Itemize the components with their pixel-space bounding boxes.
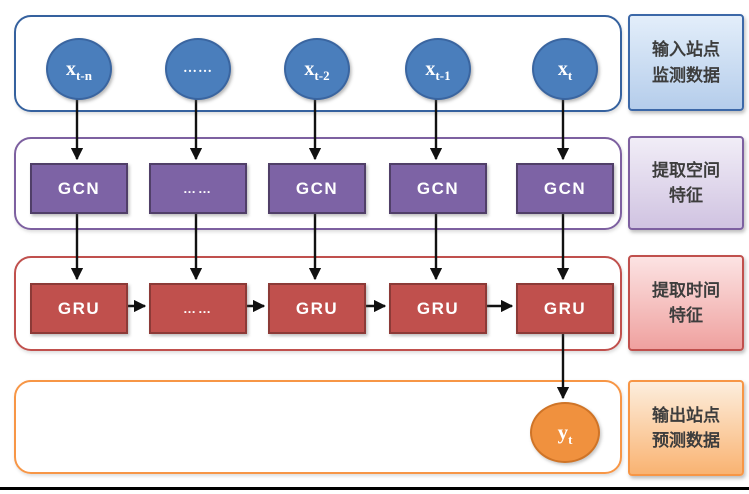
- gcn-node-label: ……: [183, 181, 213, 196]
- node-base-text: x: [66, 57, 77, 80]
- input-node-label: xt: [557, 57, 573, 83]
- gcn-node-label: GCN: [543, 178, 587, 198]
- gru-node-label: ……: [183, 301, 213, 316]
- gru-node-ellipsis: ……: [149, 283, 247, 334]
- gcn-node-label: GCN: [57, 178, 101, 198]
- gcn-node-ellipsis: ……: [149, 163, 247, 214]
- input-node-label: xt-2: [304, 57, 330, 83]
- legend-line: 特征: [669, 186, 703, 205]
- bottom-divider-line: [0, 487, 749, 490]
- output-node-yt: yt: [530, 402, 600, 463]
- legend-input-data: 输入站点 监测数据: [628, 14, 744, 111]
- gcn-node-label: GCN: [416, 178, 460, 198]
- node-base-text: x: [425, 57, 436, 80]
- gcn-node-4: GCN: [389, 163, 487, 214]
- node-base-text: x: [304, 57, 315, 80]
- legend-line: 预测数据: [652, 431, 720, 450]
- gru-node-label: GRU: [295, 298, 339, 318]
- gcn-node-1: GCN: [30, 163, 128, 214]
- gru-node-label: GRU: [543, 298, 587, 318]
- legend-line: 提取空间: [652, 160, 720, 180]
- node-base-text: x: [557, 57, 568, 80]
- input-node-label: xt-1: [425, 57, 451, 83]
- gru-node-5: GRU: [516, 283, 614, 334]
- legend-output-data: 输出站点 预测数据: [628, 380, 744, 476]
- legend-line: 提取时间: [652, 280, 720, 300]
- gcn-row-container: [14, 137, 622, 230]
- legend-spatial-features: 提取空间 特征: [628, 136, 744, 230]
- input-node-xt: xt: [532, 38, 598, 100]
- node-subscript-text: t-2: [314, 67, 330, 83]
- gru-node-label: GRU: [416, 298, 460, 318]
- node-subscript-text: t: [567, 67, 573, 83]
- input-node-xt-n: xt-n: [46, 38, 112, 100]
- legend-line: 输入站点: [652, 40, 720, 59]
- gcn-node-3: GCN: [268, 163, 366, 214]
- input-node-label: ……: [183, 61, 213, 76]
- gru-node-4: GRU: [389, 283, 487, 334]
- gru-node-3: GRU: [268, 283, 366, 334]
- legend-line: 监测数据: [652, 65, 720, 85]
- legend-line: 输出站点: [652, 405, 720, 425]
- input-node-ellipsis: ……: [165, 38, 231, 100]
- input-node-xt-2: xt-2: [284, 38, 350, 100]
- input-node-label: xt-n: [66, 57, 92, 83]
- node-base-text: y: [557, 420, 569, 444]
- node-subscript-text: t-n: [76, 67, 92, 83]
- gru-node-label: GRU: [57, 298, 101, 318]
- input-node-xt-1: xt-1: [405, 38, 471, 100]
- gcn-node-5: GCN: [516, 163, 614, 214]
- input-row-container: [14, 15, 622, 112]
- node-subscript-text: t: [568, 432, 573, 448]
- legend-temporal-features: 提取时间 特征: [628, 255, 744, 351]
- node-subscript-text: t-1: [435, 67, 451, 83]
- output-row-container: [14, 380, 622, 474]
- gru-row-container: [14, 256, 622, 351]
- legend-line: 特征: [669, 306, 703, 325]
- gcn-node-label: GCN: [295, 178, 339, 198]
- gru-node-1: GRU: [30, 283, 128, 334]
- output-node-label: yt: [557, 420, 573, 448]
